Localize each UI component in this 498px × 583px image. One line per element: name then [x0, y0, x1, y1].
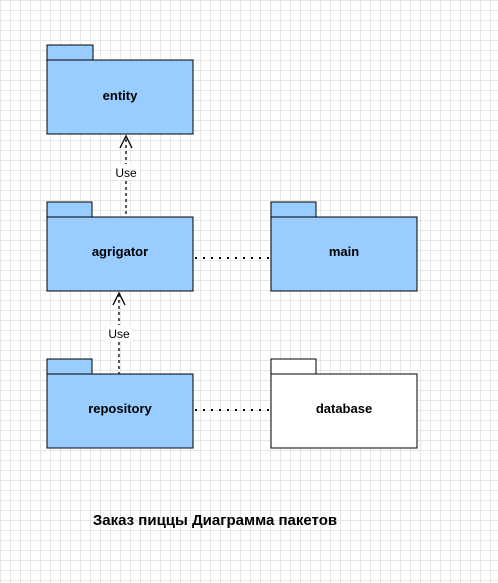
- package-tab: [46, 44, 94, 61]
- package-entity[interactable]: entity: [46, 44, 194, 135]
- package-agrigator[interactable]: agrigator: [46, 201, 194, 292]
- package-main[interactable]: main: [270, 201, 418, 292]
- package-body: [270, 216, 418, 292]
- package-label: database: [316, 401, 372, 416]
- package-label: main: [329, 244, 359, 259]
- package-label: entity: [103, 88, 138, 103]
- package-label: agrigator: [92, 244, 148, 259]
- package-body: [270, 373, 418, 449]
- package-body: [46, 373, 194, 449]
- package-repository[interactable]: repository: [46, 358, 194, 449]
- package-tab: [46, 201, 93, 218]
- package-tab: [270, 358, 317, 375]
- package-body: [46, 216, 194, 292]
- dependency-label: Use: [115, 166, 137, 180]
- package-tab: [270, 201, 317, 218]
- package-database[interactable]: database: [270, 358, 418, 449]
- package-tab: [46, 358, 93, 375]
- package-body: [46, 59, 194, 135]
- dependency-label: Use: [108, 327, 130, 341]
- dependency-repository-to-agrigator[interactable]: Use: [105, 291, 133, 375]
- diagram-caption: Заказ пиццы Диаграмма пакетов: [92, 512, 338, 529]
- dependency-agrigator-to-entity[interactable]: Use: [112, 134, 140, 214]
- package-label: repository: [88, 401, 152, 416]
